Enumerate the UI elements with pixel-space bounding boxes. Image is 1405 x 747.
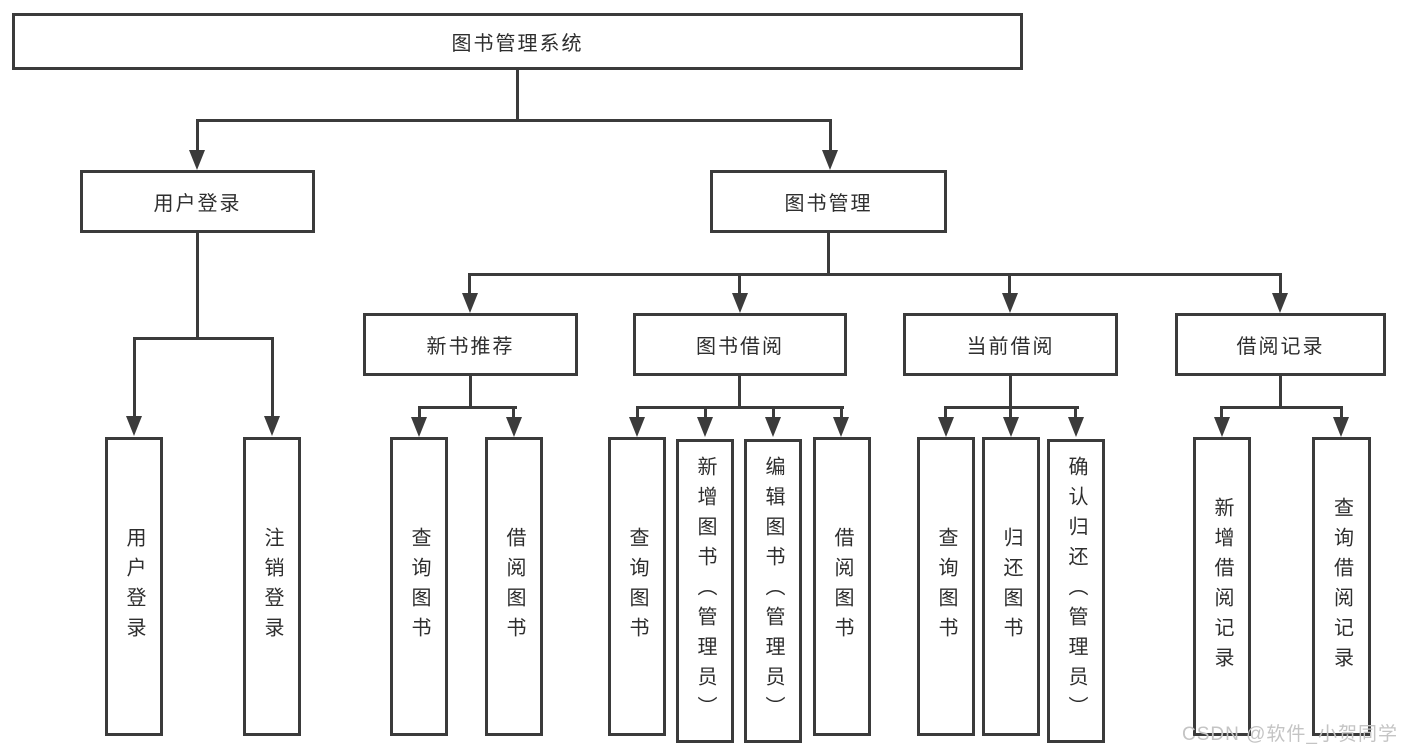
connector-line: [196, 233, 199, 337]
arrowhead-icon: [732, 293, 748, 313]
arrowhead-icon: [629, 417, 645, 437]
leaf-return-books-label: 归还图书: [1000, 526, 1022, 647]
arrowhead-icon: [264, 416, 280, 436]
node-new-book-recommend-label: 新书推荐: [426, 336, 515, 358]
arrowhead-icon: [506, 417, 522, 437]
leaf-add-borrow-record: 新增借阅记录: [1193, 437, 1251, 736]
node-current-borrow-label: 当前借阅: [966, 336, 1055, 358]
arrowhead-icon: [189, 150, 205, 170]
leaf-query-books-1: 查询图书: [390, 437, 448, 736]
node-book-borrow-label: 图书借阅: [696, 336, 784, 358]
arrowhead-icon: [1333, 417, 1349, 437]
connector-line: [636, 406, 844, 409]
connector-line: [704, 406, 707, 418]
connector-line: [829, 119, 832, 152]
connector-line: [738, 273, 741, 294]
connector-line: [1279, 273, 1282, 294]
connector-line: [1074, 406, 1077, 418]
connector-line: [1220, 406, 1343, 409]
leaf-borrow-books-2: 借阅图书: [813, 437, 871, 736]
connector-line: [772, 406, 775, 418]
node-user-login-label: 用户登录: [153, 193, 242, 215]
leaf-query-borrow-record-label: 查询借阅记录: [1330, 496, 1353, 677]
connector-line: [1279, 376, 1282, 407]
arrowhead-icon: [1003, 417, 1019, 437]
leaf-user-login-label: 用户登录: [123, 526, 145, 647]
csdn-watermark: CSDN @软件_小贺同学: [1182, 724, 1398, 745]
connector-line: [468, 273, 1282, 276]
node-root-label: 图书管理系统: [451, 33, 584, 55]
connector-line: [840, 406, 843, 418]
leaf-return-books: 归还图书: [982, 437, 1040, 736]
node-book-management: 图书管理: [710, 170, 947, 233]
arrowhead-icon: [462, 293, 478, 313]
leaf-borrow-books-1: 借阅图书: [485, 437, 543, 736]
node-user-login: 用户登录: [80, 170, 315, 233]
node-borrow-records-label: 借阅记录: [1236, 336, 1325, 358]
leaf-query-books-3-label: 查询图书: [935, 526, 957, 647]
connector-line: [468, 273, 471, 294]
connector-line: [827, 233, 830, 273]
leaf-edit-book-admin: 编辑图书（管理员）: [744, 439, 802, 743]
arrowhead-icon: [833, 417, 849, 437]
leaf-confirm-return-admin-label: 确认归还（管理员）: [1065, 456, 1087, 726]
leaf-borrow-books-1-label: 借阅图书: [503, 526, 525, 647]
leaf-logout-label: 注销登录: [261, 526, 283, 647]
connector-line: [636, 406, 639, 418]
connector-line: [512, 406, 515, 418]
connector-line: [516, 70, 519, 120]
connector-line: [1009, 406, 1012, 418]
arrowhead-icon: [126, 416, 142, 436]
node-borrow-records: 借阅记录: [1175, 313, 1386, 376]
arrowhead-icon: [938, 417, 954, 437]
connector-line: [1009, 376, 1012, 407]
leaf-add-borrow-record-label: 新增借阅记录: [1211, 496, 1233, 677]
arrowhead-icon: [697, 417, 713, 437]
connector-line: [1220, 406, 1223, 418]
leaf-query-books-2-label: 查询图书: [626, 526, 648, 647]
leaf-add-book-admin: 新增图书（管理员）: [676, 439, 734, 743]
node-book-management-label: 图书管理: [784, 193, 873, 215]
arrowhead-icon: [822, 150, 838, 170]
node-book-borrow: 图书借阅: [633, 313, 847, 376]
leaf-edit-book-admin-label: 编辑图书（管理员）: [762, 456, 784, 726]
leaf-query-borrow-record: 查询借阅记录: [1312, 437, 1371, 736]
leaf-query-books-2: 查询图书: [608, 437, 666, 736]
leaf-query-books-1-label: 查询图书: [408, 526, 430, 647]
connector-line: [1008, 273, 1011, 294]
node-current-borrow: 当前借阅: [903, 313, 1118, 376]
leaf-query-books-3: 查询图书: [917, 437, 975, 736]
connector-line: [418, 406, 517, 409]
arrowhead-icon: [1272, 293, 1288, 313]
arrowhead-icon: [1002, 293, 1018, 313]
leaf-confirm-return-admin: 确认归还（管理员）: [1047, 439, 1105, 743]
connector-line: [469, 376, 472, 407]
connector-line: [738, 376, 741, 407]
node-root: 图书管理系统: [12, 13, 1023, 70]
connector-line: [271, 337, 274, 416]
arrowhead-icon: [1214, 417, 1230, 437]
connector-line: [944, 406, 947, 418]
leaf-user-login: 用户登录: [105, 437, 163, 736]
leaf-add-book-admin-label: 新增图书（管理员）: [694, 456, 716, 726]
connector-line: [418, 406, 421, 418]
connector-line: [196, 119, 832, 122]
connector-line: [196, 119, 199, 152]
connector-line: [1340, 406, 1343, 418]
arrowhead-icon: [1068, 417, 1084, 437]
connector-line: [133, 337, 136, 416]
arrowhead-icon: [765, 417, 781, 437]
leaf-logout: 注销登录: [243, 437, 301, 736]
connector-line: [133, 337, 274, 340]
arrowhead-icon: [411, 417, 427, 437]
leaf-borrow-books-2-label: 借阅图书: [831, 526, 853, 647]
node-new-book-recommend: 新书推荐: [363, 313, 578, 376]
